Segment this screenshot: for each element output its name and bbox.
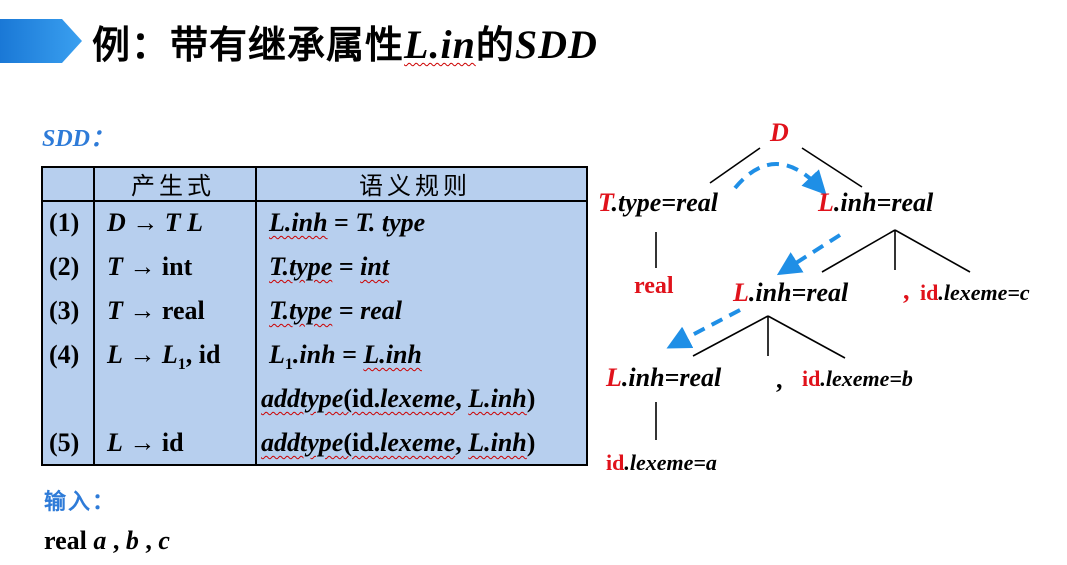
- tree-edge: [821, 229, 896, 273]
- production: T → real: [107, 296, 205, 325]
- tree-edge: [894, 229, 971, 273]
- tree-node-l-inh: L.inh=real: [818, 188, 934, 217]
- row-number: (5): [49, 428, 80, 457]
- header-semantic-rules: 语义规则: [359, 172, 471, 200]
- dependency-arrow: [733, 162, 827, 196]
- production: T → int: [107, 252, 193, 281]
- semantic-rule: L.inh = T. type: [269, 208, 426, 237]
- tree-node-t-type: T.type=real: [598, 188, 719, 217]
- production: L → id: [107, 428, 184, 457]
- header-production: 产生式: [131, 172, 215, 200]
- tree-node-root: D: [770, 118, 789, 147]
- row-number: (3): [49, 296, 80, 325]
- input-label: 输入：: [44, 490, 117, 515]
- table-divider: [93, 168, 95, 464]
- input-string: real a , b , c: [44, 526, 170, 555]
- dependency-arrow: [666, 308, 741, 349]
- sdd-label: SDD：: [42, 126, 115, 152]
- semantic-rule: L1.inh = L.inh: [269, 340, 422, 374]
- title-chevron-icon: [0, 19, 82, 63]
- semantic-rule: T.type = int: [269, 252, 390, 281]
- row-number: (4): [49, 340, 80, 369]
- row-number: (2): [49, 252, 80, 281]
- tree-node-l-inh: L.inh=real: [606, 363, 722, 392]
- table-divider: [255, 168, 257, 464]
- tree-leaf-id-c: id.lexeme=c: [920, 280, 1030, 305]
- tree-edge: [801, 147, 863, 188]
- tree-leaf-comma: ,: [903, 276, 910, 305]
- semantic-rule: T.type = real: [269, 296, 403, 325]
- semantic-rule: addtype(id.lexeme, L.inh): [261, 428, 536, 457]
- sdd-table: 产生式 语义规则 (1) D → T L L.inh = T. type (2)…: [41, 166, 588, 466]
- tree-leaf-id-a: id.lexeme=a: [606, 450, 717, 475]
- production: D → T L: [107, 208, 204, 237]
- tree-node-l-inh: L.inh=real: [733, 278, 849, 307]
- table-header-rule: [43, 200, 586, 202]
- tree-edge: [767, 315, 846, 359]
- tree-edge: [692, 315, 769, 357]
- dependency-arrow: [776, 233, 842, 276]
- tree-leaf-real: real: [634, 273, 674, 299]
- row-number: (1): [49, 208, 80, 237]
- tree-leaf-id-b: id.lexeme=b: [802, 366, 913, 391]
- semantic-rule: addtype(id.lexeme, L.inh): [261, 384, 536, 413]
- tree-edge: [709, 147, 761, 184]
- slide-title: 例：带有继承属性L.in的SDD: [92, 22, 598, 67]
- production: L → L1, id: [107, 340, 221, 374]
- tree-leaf-comma: ,: [776, 365, 783, 394]
